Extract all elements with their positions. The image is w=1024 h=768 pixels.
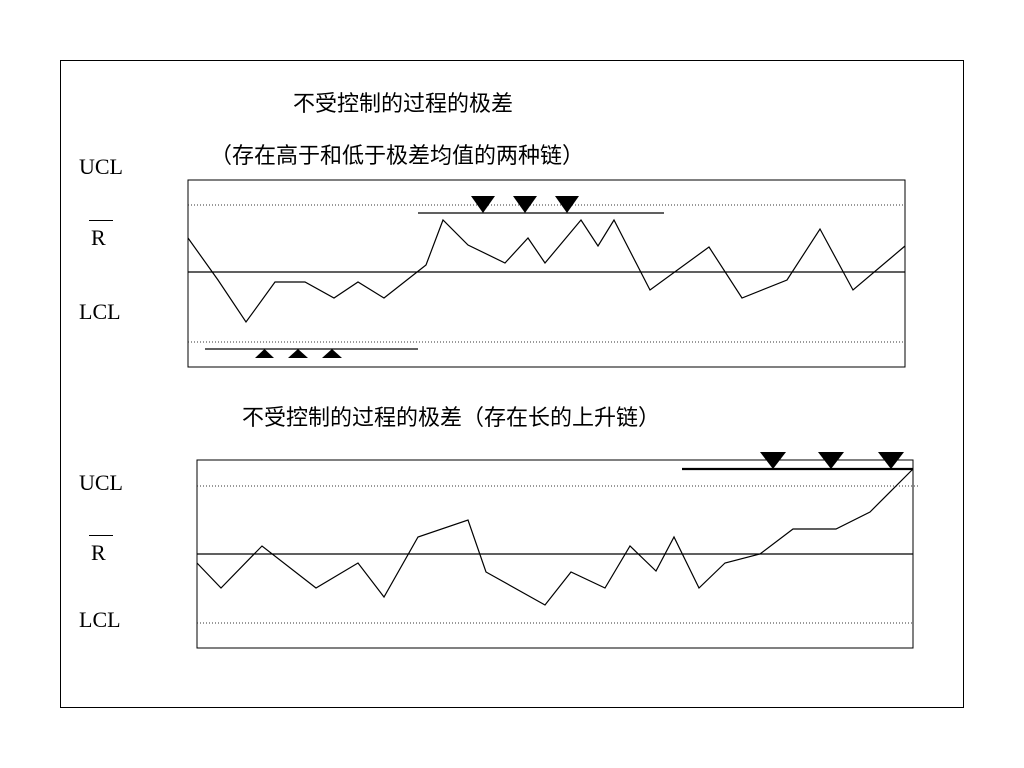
chart2-run-down-marker	[878, 452, 904, 469]
chart2-run-down-marker	[760, 452, 786, 469]
chart1-run-up-marker	[255, 349, 274, 358]
chart2-lcl-label: LCL	[79, 607, 121, 632]
chart1-run-up-marker	[322, 349, 342, 358]
rbar-overline	[89, 535, 113, 536]
chart1-rbar-label: R	[89, 220, 113, 251]
chart1-ucl-label: UCL	[79, 154, 123, 179]
rbar-overline	[89, 220, 113, 221]
chart2-title: 不受控制的过程的极差（存在长的上升链）	[242, 406, 661, 431]
chart1-title: 不受控制的过程的极差	[293, 92, 514, 117]
chart1-subtitle: （存在高于和低于极差均值的两种链）	[210, 144, 585, 169]
chart1-plot-frame	[187, 179, 906, 368]
chart1-run-up-marker	[288, 349, 308, 358]
chart1-run-down-marker	[513, 196, 537, 213]
chart1-lcl-label: LCL	[79, 299, 121, 324]
chart1-range-line	[187, 218, 906, 324]
chart2-ucl-label: UCL	[79, 470, 123, 495]
chart2-run-down-marker	[818, 452, 844, 469]
chart2-range-line	[196, 468, 914, 606]
chart1-run-down-marker	[471, 196, 495, 213]
chart2-rbar-label: R	[89, 535, 113, 566]
chart1-run-down-marker	[555, 196, 579, 213]
slide-frame	[60, 60, 964, 708]
